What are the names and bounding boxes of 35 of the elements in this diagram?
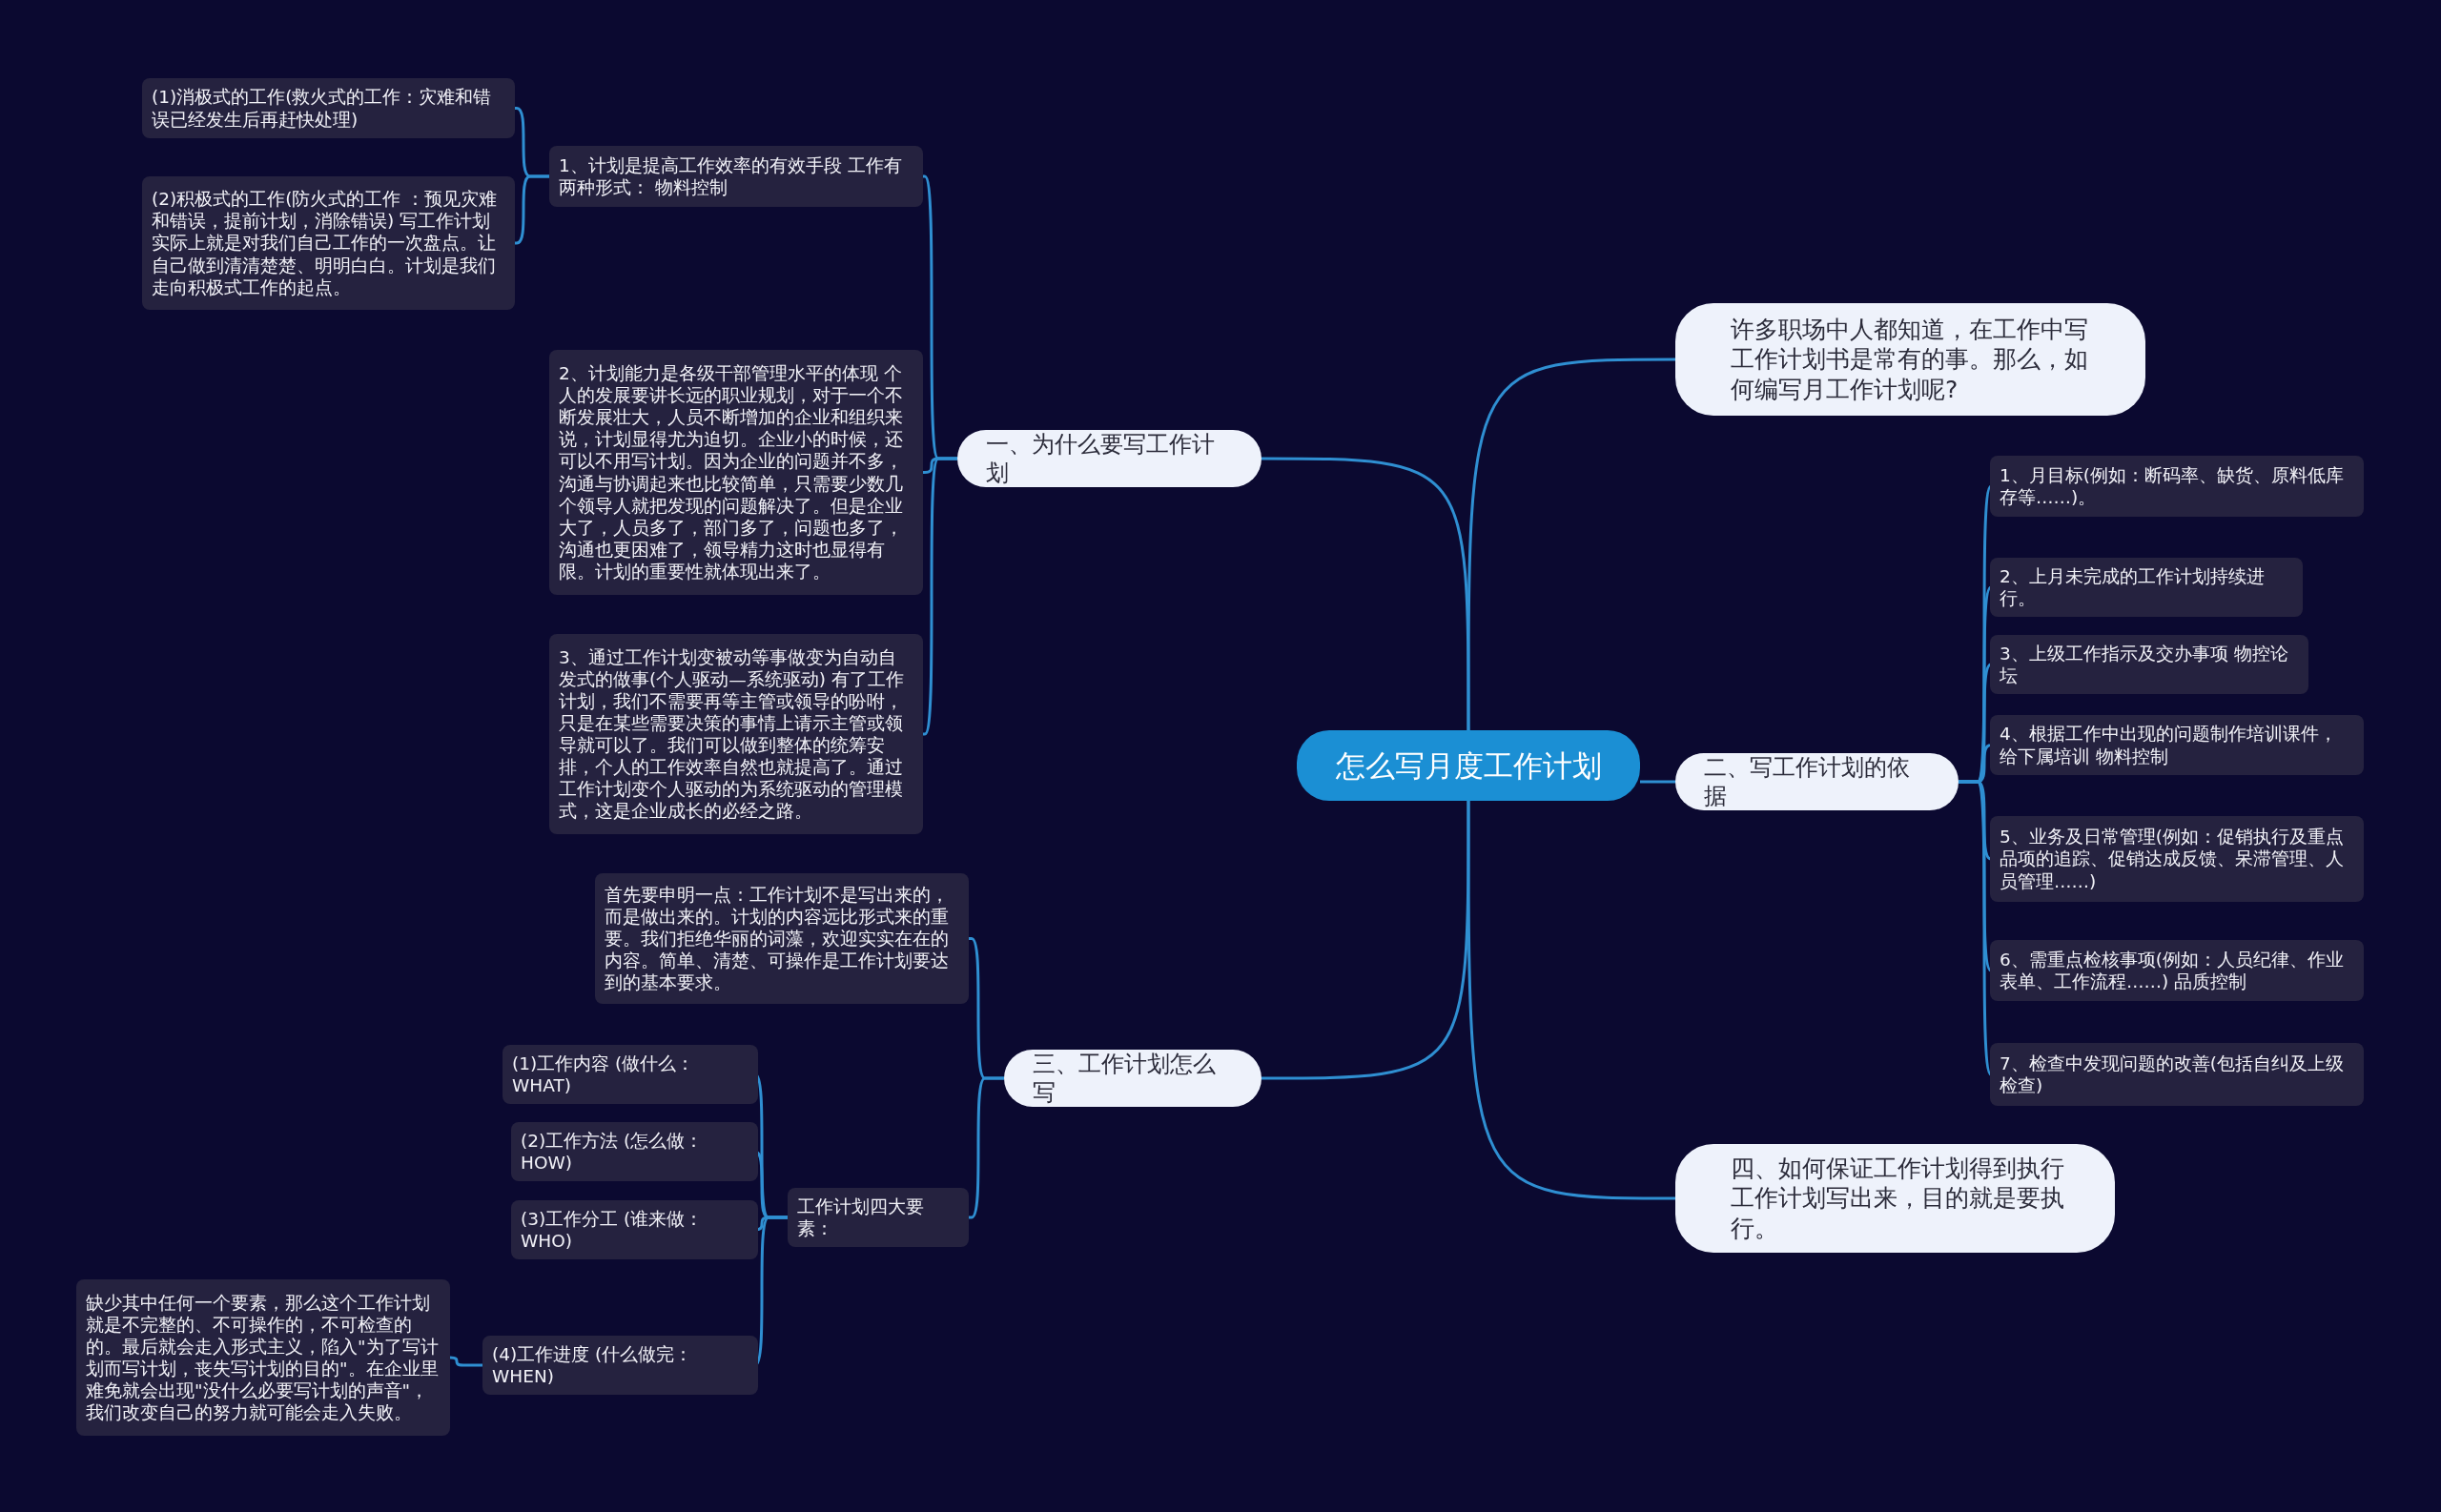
subtopic-box: (4)工作进度 (什么做完：WHEN) [482,1336,758,1396]
subtopic-box: 2、上月未完成的工作计划持续进行。 [1990,558,2303,618]
subtopic-box: 1、计划是提高工作效率的有效手段 工作有两种形式： 物料控制 [549,146,923,207]
subtopic-box: (1)工作内容 (做什么：WHAT) [503,1045,758,1105]
subtopic-box: 4、根据工作中出现的问题制作培训课件，给下属培训 物料控制 [1990,715,2364,775]
subtopic-box: (2)积极式的工作(防火式的工作 ：预见灾难和错误，提前计划，消除错误) 写工作计划实际上就是对我们自己工作的一次盘点。让自己做到清清楚楚、明明白白。计划是我们走向积极式工作的起点。 [142,176,515,310]
subtopic-box: (3)工作分工 (谁来做：WHO) [511,1200,758,1260]
connector-line [1467,358,1675,730]
central-topic: 怎么写月度工作计划 [1297,730,1640,801]
subtopic-box: 3、通过工作计划变被动等事做变为自动自发式的做事(个人驱动—系统驱动) 有了工作计划，我们不需要再等主管或领导的吩咐，只是在某些需要决策的事情上请示主管或领导就可以了。我们可以做到整体的统筹安排，个人的工作效率自然也就提高了。通过工作计划变个人驱动的为系统驱动的管理模式，这是企业成长的必经之路。 [549,634,923,834]
branch-topic: 四、如何保证工作计划得到执行工作计划写出来，目的就是要执行。 [1675,1144,2115,1253]
branch-topic: 二、写工作计划的依据 [1675,753,1959,810]
subtopic-box: (1)消极式的工作(救火式的工作：灾难和错误已经发生后再赶快处理) [142,78,515,138]
connector-line [922,457,957,736]
connector-line [448,1356,482,1367]
connector-line [1959,780,1993,1076]
connector-line [1262,457,1470,730]
connector-line [1467,801,1675,1200]
subtopic-box: 首先要申明一点：工作计划不是写出来的，而是做出来的。计划的内容远比形式来的重要。我们拒绝华丽的词藻，欢迎实实在在的内容。简单、清楚、可操作是工作计划要达到的基本要求。 [595,873,969,1004]
subtopic-box: 工作计划四大要素： [788,1188,969,1248]
connector-line [514,174,549,245]
subtopic-box: 3、上级工作指示及交办事项 物控论坛 [1990,635,2308,695]
connector-line [1640,780,1675,784]
subtopic-box: 2、计划能力是各级干部管理水平的体现 个人的发展要讲长远的职业规划，对于一个不断发展壮大，人员不断增加的企业和组织来说，计划显得尤为迫切。企业小的时候，还可以不用写计划。因为企业的问题并不多，沟通与协调起来也比较简单，只需要少数几个领导人就把发现的问题解决了。但是企业大了，人员多了，部门多了，问题也多了，沟通也更困难了，领导精力这时也显得有限。计划的重要性就体现出来了。 [549,350,923,595]
subtopic-box: 缺少其中任何一个要素，那么这个工作计划就是不完整的、不可操作的，不可检查的的。最后就会走入形式主义，陷入"为了写计划而写计划，丧失写计划的目的"。在企业里难免就会出现"没什么必要写计划的声音"，我们改变自己的努力就可能会走入失败。 [76,1279,450,1436]
connector-line [969,1076,1004,1219]
connector-line [1262,801,1470,1080]
subtopic-box: 1、月目标(例如：断码率、缺货、原料低库存等……)。 [1990,456,2364,517]
subtopic-box: 7、检查中发现问题的改善(包括自纠及上级检查) [1990,1043,2364,1106]
subtopic-box: (2)工作方法 (怎么做：HOW) [511,1122,758,1182]
branch-topic: 许多职场中人都知道，在工作中写工作计划书是常有的事。那么，如何编写月工作计划呢? [1675,303,2145,416]
subtopic-box: 6、需重点检核事项(例如：人员纪律、作业表单、工作流程……) 品质控制 [1990,940,2364,1001]
branch-topic: 一、为什么要写工作计划 [957,430,1262,487]
subtopic-box: 5、业务及日常管理(例如：促销执行及重点品项的追踪、促销达成反馈、呆滞管理、人员管理……) [1990,816,2364,902]
branch-topic: 三、工作计划怎么写 [1004,1050,1262,1107]
